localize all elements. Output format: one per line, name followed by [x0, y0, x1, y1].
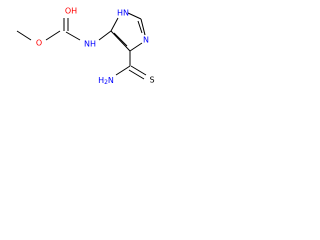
bond-methyl-oxygen [16, 30, 32, 41]
ring-n-label: N [143, 36, 149, 45]
bond-ring-c2-n3-double [137, 20, 143, 34]
amide-nh-label: NH [84, 40, 96, 49]
ether-oxygen-label: O [36, 39, 42, 48]
ring-nh-label: HN [117, 9, 129, 18]
bond-ring-c4-c5 [110, 30, 131, 52]
atom-labels: OH O NH HN N H2N S [36, 7, 155, 86]
bonds [16, 12, 147, 80]
hydroxyl-label: OH [65, 7, 77, 16]
bond-carbonyl-amide-nh [65, 31, 81, 41]
bond-thioamide-sulfur [130, 65, 147, 76]
bond-thioamide-amino [115, 65, 131, 76]
amino-label: H2N [98, 76, 114, 86]
bond-oxygen-carbonyl [45, 30, 61, 41]
molecule-structure-diagram: OH O NH HN N H2N S [16, 7, 155, 86]
bond-thioamide-sulfur-double [128, 69, 145, 80]
bond-ring-n3-c4 [129, 42, 143, 52]
bond-ring-c4-c5-double [113, 32, 128, 47]
thione-sulfur-label: S [149, 76, 154, 85]
bond-ring-c2-n3 [140, 18, 146, 36]
bond-ring-c5-n1 [110, 17, 119, 32]
bond-ring-n1-c2 [127, 12, 142, 20]
bond-amide-nh-ring [98, 30, 112, 41]
